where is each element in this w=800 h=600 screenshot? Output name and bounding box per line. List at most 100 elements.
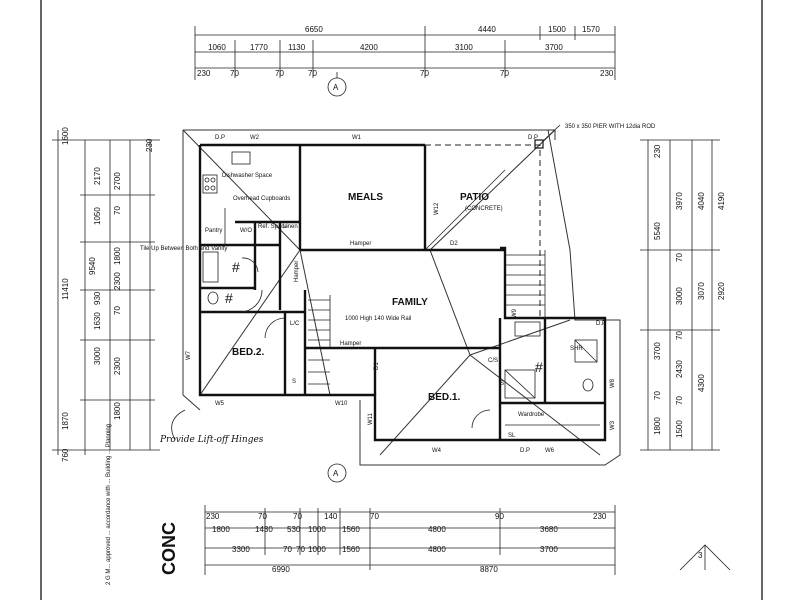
top-dim-70b: 70 — [275, 69, 284, 78]
left-dim-1050: 1050 — [93, 207, 102, 225]
label-s1: S — [292, 379, 296, 385]
stamp-vertical-text: 2 G M... approved ... accordance with ..… — [106, 424, 112, 585]
label-wardrobe: Wardrobe — [518, 412, 545, 418]
top-dim-1060: 1060 — [208, 43, 226, 52]
bottom-dim-1560b: 1560 — [342, 545, 360, 554]
right-dim-4300: 4300 — [697, 374, 706, 392]
tag-w7: W7 — [186, 350, 192, 360]
right-dim-3700: 3700 — [653, 342, 662, 360]
left-dim-1600: 1600 — [61, 127, 70, 145]
top-dim-70d: 70 — [420, 69, 429, 78]
top-dim-70a: 70 — [230, 69, 239, 78]
right-dim-70b: 70 — [675, 331, 684, 340]
top-dim-230a: 230 — [197, 69, 211, 78]
top-dim-70e: 70 — [500, 69, 509, 78]
bottom-dim-90: 90 — [495, 512, 504, 521]
tag-w4: W4 — [432, 448, 442, 454]
left-dim-70a: 70 — [113, 206, 122, 215]
external-walls — [198, 143, 607, 442]
tag-w5: W5 — [215, 401, 225, 407]
internal-walls — [200, 145, 605, 440]
right-dim-3070: 3070 — [697, 282, 706, 300]
left-dim-9540: 9540 — [88, 257, 97, 275]
internal-stair — [308, 295, 331, 385]
stamp-conc: CONC — [159, 522, 179, 575]
bottom-dim-230b: 230 — [593, 512, 607, 521]
bottom-dim-70d: 70 — [283, 545, 292, 554]
bottom-dim-1000a: 1000 — [308, 525, 326, 534]
bottom-dim-70c: 70 — [370, 512, 379, 521]
bottom-dim-1560a: 1560 — [342, 525, 360, 534]
label-pantry: Pantry — [205, 228, 222, 234]
section-label-bottom: A — [333, 469, 339, 478]
bottom-dim-530: 530 — [287, 525, 301, 534]
top-dim-4200: 4200 — [360, 43, 378, 52]
right-dim-70d: 70 — [675, 396, 684, 405]
bottom-dim-1800: 1800 — [212, 525, 230, 534]
label-stair-rail: 1000 High 140 Wide Rail — [345, 316, 411, 322]
top-dim-1500: 1500 — [548, 25, 566, 34]
bottom-dim-70b: 70 — [293, 512, 302, 521]
top-dim-1570: 1570 — [582, 25, 600, 34]
bottom-dim-3300: 3300 — [232, 545, 250, 554]
label-s2: S — [500, 381, 504, 387]
tag-w1: W1 — [352, 135, 362, 141]
top-dimension-lines — [194, 26, 616, 80]
tag-w11: W11 — [368, 412, 374, 425]
label-linen: Linen — [283, 224, 298, 230]
bottom-dim-1430: 1430 — [255, 525, 273, 534]
right-dim-230: 230 — [653, 144, 662, 158]
left-dim-230: 230 — [145, 138, 154, 152]
top-dim-230b: 230 — [600, 69, 614, 78]
svg-text:#: # — [225, 290, 233, 306]
label-dishwasher: Dishwasher Space — [222, 173, 273, 179]
top-dim-1130: 1130 — [288, 43, 306, 52]
bottom-dim-140: 140 — [324, 512, 338, 521]
bottom-dim-1000b: 1000 — [308, 545, 326, 554]
bottom-dim-4800a: 4800 — [428, 525, 446, 534]
tag-w3: W3 — [610, 420, 616, 430]
left-dim-3000: 3000 — [93, 347, 102, 365]
left-dim-2300: 2300 — [113, 272, 122, 290]
bottom-dim-8870: 8870 — [480, 565, 498, 574]
right-dim-3000: 3000 — [675, 287, 684, 305]
left-dim-1630: 1630 — [93, 312, 102, 330]
left-dim-2300b: 2300 — [113, 357, 122, 375]
tag-dp-2: D.P — [528, 135, 538, 141]
room-label-patio: PATIO — [460, 192, 489, 203]
handwritten-lift-off-hinges: Provide Lift-off Hinges — [159, 435, 264, 445]
deck-stairs-right — [505, 250, 546, 318]
right-dim-70a: 70 — [675, 253, 684, 262]
right-dim-70c: 70 — [653, 391, 662, 400]
room-label-meals: MEALS — [348, 192, 383, 203]
label-hamper-vertical: Hamper — [294, 261, 300, 282]
label-sl: SL — [508, 433, 516, 439]
bottom-dim-6990: 6990 — [272, 565, 290, 574]
right-dim-5540: 5540 — [653, 222, 662, 240]
approval-stamp-text: 2 G M... approved ... accordance with ..… — [106, 424, 179, 585]
floor-waste-symbols: # # # — [225, 259, 543, 375]
bottom-dim-3700: 3700 — [540, 545, 558, 554]
section-marker-top: A — [327, 72, 347, 97]
tile-note: Tile Up Between Both and Vanity — [140, 246, 227, 252]
north-arrow: 3 — [679, 544, 731, 571]
label-hamper-top: Hamper — [350, 241, 371, 247]
label-lc: L/C — [290, 321, 300, 327]
door-swings — [239, 257, 491, 429]
left-dim-1870: 1870 — [61, 412, 70, 430]
left-dim-11410: 11410 — [61, 278, 70, 300]
top-dim-3100: 3100 — [455, 43, 473, 52]
room-label-bed1: BED.1. — [428, 392, 460, 403]
tag-w2: W2 — [250, 135, 260, 141]
svg-text:#: # — [232, 259, 240, 275]
right-dim-4040: 4040 — [697, 192, 706, 210]
right-dim-1800: 1800 — [653, 417, 662, 435]
tag-d2: D2 — [450, 241, 458, 247]
section-label-top: A — [333, 83, 339, 92]
fixtures — [202, 151, 598, 399]
handwritten-note: Provide Lift-off Hinges — [159, 409, 264, 445]
room-label-family: FAMILY — [392, 297, 428, 308]
right-dim-2920: 2920 — [717, 282, 726, 300]
tag-w10: W10 — [335, 401, 348, 407]
